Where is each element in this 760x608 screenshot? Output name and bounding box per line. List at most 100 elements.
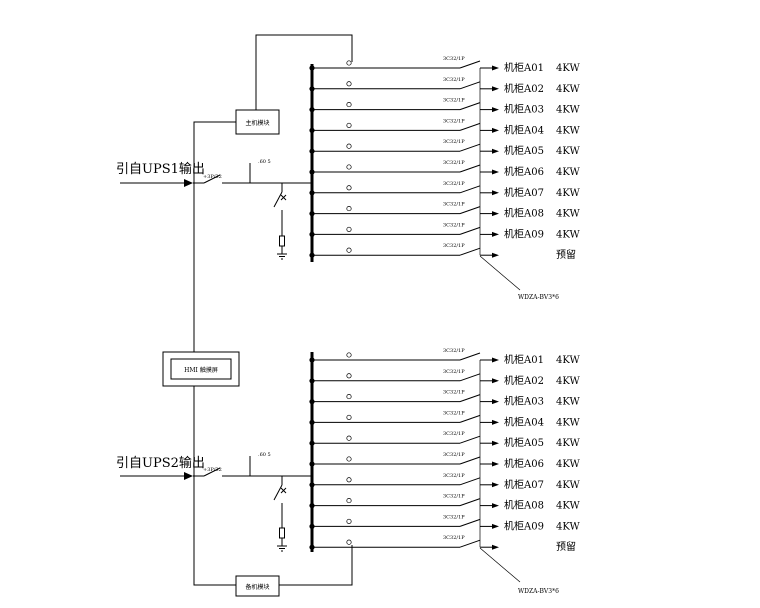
upper-cabinet-power: 4KW: [556, 188, 580, 199]
upper-panel: 引自UPS1输出 +3P/32 .60 5 WDZA-BV3*6 3C32/1P…: [116, 56, 580, 301]
upper-cabinet-name: 机柜A06: [504, 165, 544, 178]
upper-branch-6: 3C32/1P 机柜A06 4KW: [309, 160, 580, 178]
lower-cabinet-power: 4KW: [556, 438, 580, 449]
lower-surge-switch: [273, 484, 283, 501]
upper-main-breaker: [203, 174, 221, 184]
lower-cabinet-name: 机柜A07: [504, 478, 544, 491]
lower-main-breaker: [203, 467, 221, 477]
control-wiring-upper: [193, 34, 353, 352]
upper-branch-1: 3C32/1P 机柜A01 4KW: [309, 56, 580, 74]
upper-branch-breaker-label: 3C32/1P: [443, 56, 465, 62]
upper-branch-10: 3C32/1P 预留: [309, 243, 576, 261]
control-wiring-lower: [193, 386, 353, 586]
standby-module-box: 备机模块: [235, 575, 280, 597]
lower-branch-breaker-label: 3C32/1P: [443, 348, 465, 354]
upper-cabinet-power: 4KW: [556, 167, 580, 178]
upper-cabinet-power: 4KW: [556, 125, 580, 136]
lower-cabinet-power: 4KW: [556, 355, 580, 366]
upper-branch-breaker-label: 3C32/1P: [443, 222, 465, 228]
lower-cabinet-name: 机柜A09: [504, 519, 544, 532]
upper-branch-breaker-label: 3C32/1P: [443, 160, 465, 166]
lower-branch-breaker-label: 3C32/1P: [443, 494, 465, 500]
lower-branch-breaker-label: 3C32/1P: [443, 452, 465, 458]
lower-source-label: 引自UPS2输出: [116, 455, 205, 471]
lower-cabinet-name: 机柜A08: [504, 499, 544, 512]
lower-cabinet-name: 机柜A06: [504, 457, 544, 470]
upper-branch-breaker-label: 3C32/1P: [443, 118, 465, 124]
upper-source-label: 引自UPS1输出: [116, 161, 205, 177]
lower-meter-label: .60 5: [258, 452, 271, 458]
host-module-label: 主机模块: [245, 119, 269, 127]
upper-branch-2: 3C32/1P 机柜A02 4KW: [309, 77, 580, 95]
lower-cabinet-power: 4KW: [556, 459, 580, 470]
lower-branch-breaker-label: 3C32/1P: [443, 431, 465, 437]
upper-cabinet-power: 4KW: [556, 63, 580, 74]
lower-branch-breaker-label: 3C32/1P: [443, 410, 465, 416]
lower-feed-arrow: [184, 472, 193, 480]
upper-cabinet-name: 机柜A03: [504, 103, 544, 116]
upper-branch-9: 3C32/1P 机柜A09 4KW: [309, 222, 580, 240]
lower-branch-breaker-label: 3C32/1P: [443, 473, 465, 479]
upper-branch-breaker-label: 3C32/1P: [443, 202, 465, 208]
upper-cabinet-name: 机柜A02: [504, 82, 544, 95]
upper-cable-label: WDZA-BV3*6: [518, 294, 559, 301]
lower-cabinet-power: 4KW: [556, 376, 580, 387]
upper-cabinet-name: 机柜A05: [504, 144, 544, 157]
lower-cabinet-name: 机柜A01: [504, 353, 544, 366]
upper-branch-7: 3C32/1P 机柜A07 4KW: [309, 181, 580, 199]
lower-cabinet-power: 4KW: [556, 417, 580, 428]
lower-cabinet-power: 4KW: [556, 480, 580, 491]
lower-branch-2: 3C32/1P 机柜A02 4KW: [309, 369, 580, 387]
upper-cabinet-name: 机柜A04: [504, 123, 544, 136]
upper-cabinet-name: 机柜A09: [504, 227, 544, 240]
upper-cabinet-power: 4KW: [556, 84, 580, 95]
hmi-touchscreen-box: HMI 触摸屏: [162, 351, 240, 387]
lower-cabinet-power: 预留: [556, 540, 576, 553]
upper-cabinet-power: 4KW: [556, 105, 580, 116]
lower-branch-breaker-label: 3C32/1P: [443, 514, 465, 520]
lower-cable-label: WDZA-BV3*6: [518, 588, 559, 595]
upper-branch-5: 3C32/1P 机柜A05 4KW: [309, 139, 580, 157]
upper-meter-label: .60 5: [258, 159, 271, 165]
upper-cabinet-power: 4KW: [556, 229, 580, 240]
lower-cabinet-name: 机柜A02: [504, 374, 544, 387]
lower-branch-7: 3C32/1P 机柜A07 4KW: [309, 473, 580, 491]
lower-branch-5: 3C32/1P 机柜A05 4KW: [309, 431, 580, 449]
lower-branch-breaker-label: 3C32/1P: [443, 369, 465, 375]
upper-branch-4: 3C32/1P 机柜A04 4KW: [309, 118, 580, 136]
lower-branch-6: 3C32/1P 机柜A06 4KW: [309, 452, 580, 470]
upper-main-breaker-label: +3P/32: [203, 174, 222, 180]
lower-panel: 引自UPS2输出 +3P/32 .60 5 WDZA-BV3*6 3C32/1P…: [116, 348, 580, 595]
upper-cabinet-power: 预留: [556, 248, 576, 261]
upper-cabinet-power: 4KW: [556, 146, 580, 157]
upper-branch-breaker-label: 3C32/1P: [443, 181, 465, 187]
upper-cabinet-name: 机柜A07: [504, 186, 544, 199]
upper-surge-switch: [273, 191, 283, 208]
hmi-label: HMI 触摸屏: [184, 366, 218, 374]
upper-surge-arrester: [279, 235, 285, 247]
host-module-box: 主机模块: [235, 109, 280, 135]
upper-cabinet-name: 机柜A01: [504, 61, 544, 74]
upper-cabinet-name: 机柜A08: [504, 207, 544, 220]
lower-branch-10: 3C32/1P 预留: [309, 535, 576, 553]
lower-surge-arrester: [279, 527, 285, 539]
upper-branch-breaker-label: 3C32/1P: [443, 139, 465, 145]
lower-main-breaker-label: +3P/32: [203, 467, 222, 473]
upper-branch-breaker-label: 3C32/1P: [443, 77, 465, 83]
lower-cabinet-name: 机柜A05: [504, 436, 544, 449]
upper-branch-breaker-label: 3C32/1P: [443, 243, 465, 249]
lower-branch-breaker-label: 3C32/1P: [443, 390, 465, 396]
upper-branch-list: 3C32/1P 机柜A01 4KW 3C32/1P 机柜A02 4KW 3C32/1P 机柜A…: [309, 56, 580, 261]
lower-branch-1: 3C32/1P 机柜A01 4KW: [309, 348, 580, 366]
lower-branch-breaker-label: 3C32/1P: [443, 535, 465, 541]
standby-module-label: 备机模块: [245, 583, 269, 591]
lower-cabinet-power: 4KW: [556, 397, 580, 408]
